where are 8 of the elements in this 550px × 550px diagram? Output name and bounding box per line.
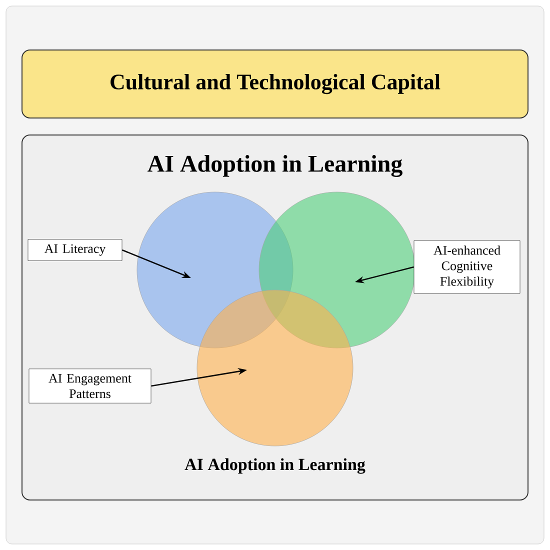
venn-circle — [196, 290, 354, 446]
label-box: AI Engagement Patterns — [28, 368, 152, 404]
bottom-caption: AI Adoption in Learning — [184, 458, 366, 474]
label-box: AI Literacy — [28, 239, 122, 261]
label-box: AI-enhanced Cognitive Flexibility — [414, 240, 520, 294]
panel-title: AI Adoption in Learning — [148, 155, 402, 177]
heading-banner: Cultural and Technological Capital — [22, 50, 528, 118]
venn-circle — [258, 192, 416, 348]
